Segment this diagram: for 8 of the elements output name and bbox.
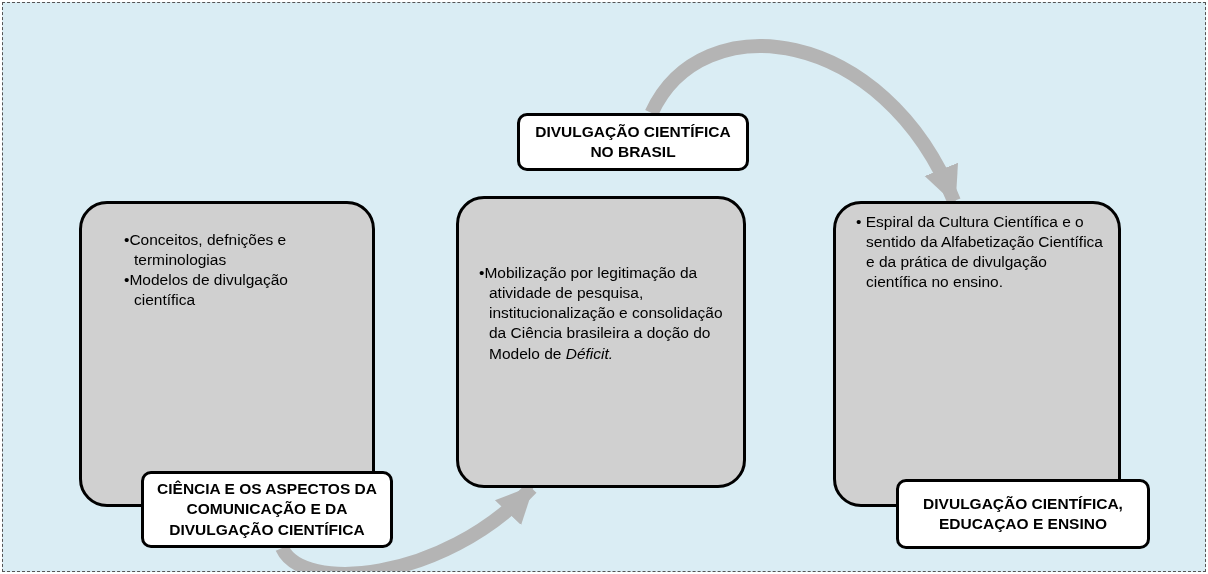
title-box: DIVULGAÇÃO CIENTÍFICA, EDUCAÇAO E ENSINO [896,479,1150,549]
title-box: DIVULGAÇÃO CIENTÍFICA NO BRASIL [517,113,749,171]
bullet-text: •Mobilização por legitimação da atividade de pesquisa, institucionalização e consolidação da Ciência brasileira a doção do Modelo de Déficit. [479,263,724,364]
bullet-text: •Modelos de divulgação científica [124,270,289,311]
bullet-text: •Conceitos, defnições e terminologias [124,230,288,271]
bullet-text: • Espiral da Cultura Científica e o sentido da Alfabetização Científica e da prática de divulgação científica no ensino. [856,212,1104,293]
content-panel [456,196,746,488]
title-box: CIÊNCIA E OS ASPECTOS DA COMUNICAÇÃO E DA DIVULGAÇÃO CIENTÍFICA [141,471,393,548]
